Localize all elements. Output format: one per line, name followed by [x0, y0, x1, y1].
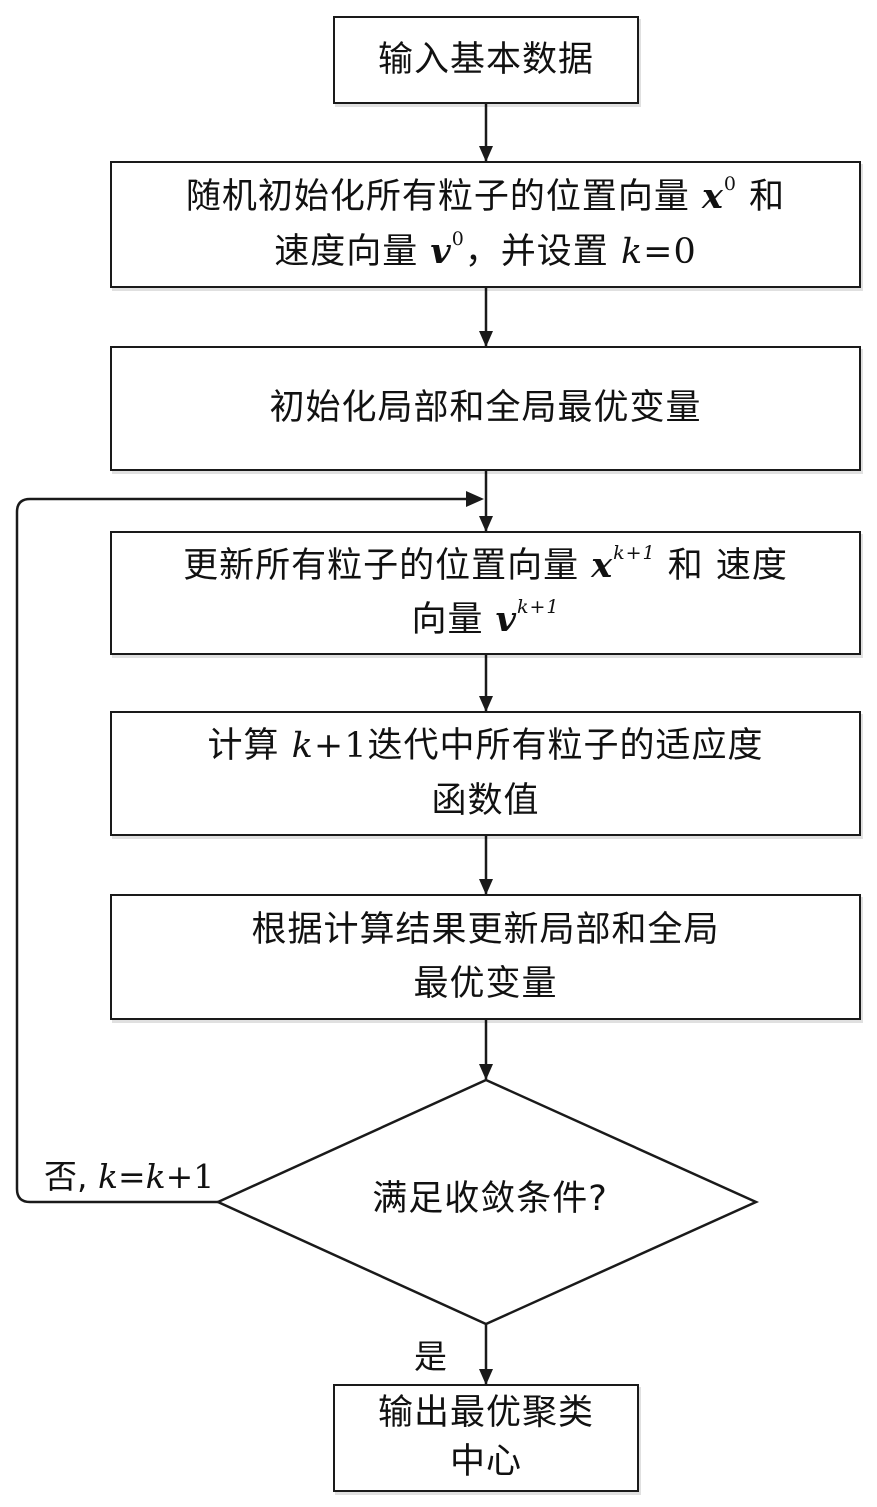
loop-back-connector — [15, 497, 468, 1204]
decision-diamond — [214, 1078, 760, 1326]
output-line-1: 输出最优聚类 — [377, 1393, 594, 1433]
step-init-best: 初始化局部和全局最优变量 — [110, 346, 861, 471]
step-calc-fitness: 计算 k+1迭代中所有粒子的适应度 函数值 — [110, 711, 861, 836]
step-init-particles: 随机初始化所有粒子的位置向量 x0 和 速度向量 v0，并设置 k=0 — [110, 161, 861, 288]
update-line-1: 更新所有粒子的位置向量 xk+1 和 速度 — [183, 541, 788, 586]
step-update-best: 根据计算结果更新局部和全局 最优变量 — [110, 894, 861, 1020]
init-best-label: 初始化局部和全局最优变量 — [269, 388, 702, 429]
step-update-particles: 更新所有粒子的位置向量 xk+1 和 速度 向量 vk+1 — [110, 531, 861, 655]
update-best-line-2: 最优变量 — [413, 964, 558, 1004]
no-branch-label: 否, k=k+1 — [44, 1157, 215, 1196]
update-best-line-1: 根据计算结果更新局部和全局 — [251, 909, 720, 950]
step-input-label: 输入基本数据 — [377, 39, 594, 80]
decision-label: 满足收敛条件? — [372, 1179, 608, 1219]
calc-line-1: 计算 k+1迭代中所有粒子的适应度 — [207, 726, 764, 767]
yes-branch-label: 是 — [414, 1337, 447, 1376]
calc-line-2: 函数值 — [431, 780, 540, 821]
step-input-data: 输入基本数据 — [333, 16, 639, 104]
step-output-centers: 输出最优聚类 中心 — [333, 1384, 639, 1492]
update-line-2: 向量 vk+1 — [411, 596, 560, 641]
init-line-1: 随机初始化所有粒子的位置向量 x0 和 — [185, 173, 786, 218]
init-line-2: 速度向量 v0，并设置 k=0 — [274, 227, 697, 272]
output-line-2: 中心 — [449, 1442, 522, 1482]
